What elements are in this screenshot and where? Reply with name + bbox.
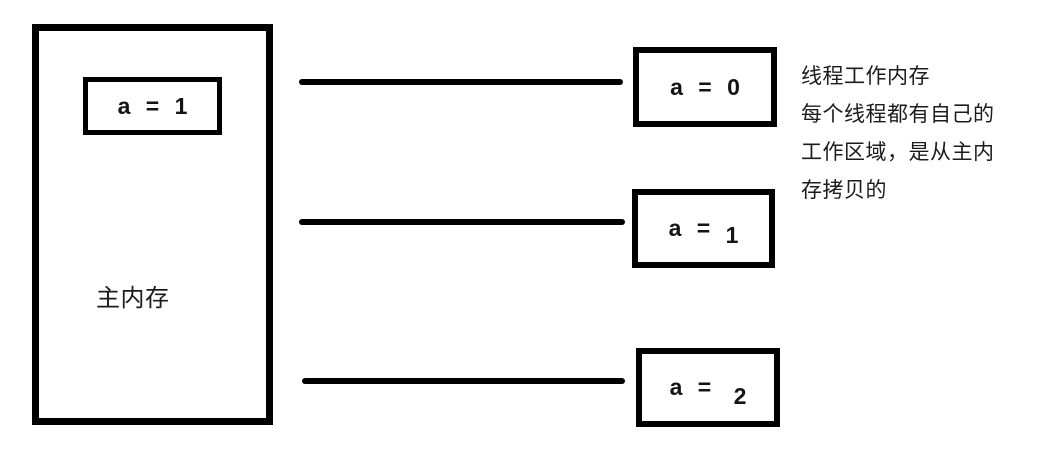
thread-memory-box-2: a = 1: [632, 189, 775, 268]
annotation-line: 每个线程都有自己的: [801, 103, 995, 126]
variable-value: 2: [733, 383, 747, 409]
thread-1-variable: a = 0: [670, 74, 740, 101]
connector-line-thread-2: [299, 219, 625, 225]
variable-value: 1: [174, 92, 188, 119]
thread-memory-box-3: a = 2: [636, 348, 780, 427]
variable-name: a: [668, 215, 682, 241]
thread-2-variable: a = 1: [668, 215, 739, 248]
equals-sign: =: [697, 374, 712, 400]
variable-name: a: [670, 73, 683, 100]
variable-name: a: [669, 374, 683, 400]
equals-sign: =: [145, 92, 160, 119]
variable-value: 0: [727, 73, 740, 100]
annotation-line: 线程工作内存: [801, 65, 930, 88]
connector-line-thread-1: [299, 79, 623, 85]
annotation-line: 存拷贝的: [801, 179, 887, 202]
thread-memory-box-1: a = 0: [633, 47, 777, 127]
equals-sign: =: [698, 73, 712, 100]
thread-3-variable: a = 2: [669, 374, 747, 409]
main-memory-label: 主内存: [96, 285, 170, 312]
variable-name: a: [117, 92, 131, 119]
main-memory-variable: a = 1: [118, 93, 188, 120]
variable-value: 1: [725, 222, 739, 248]
equals-sign: =: [696, 215, 711, 241]
main-memory-variable-box: a = 1: [83, 77, 222, 135]
connector-line-thread-3: [302, 378, 625, 384]
annotation-line: 工作区域，是从主内: [801, 141, 995, 164]
thread-working-memory-annotation: 线程工作内存 每个线程都有自己的 工作区域，是从主内 存拷贝的: [801, 58, 1051, 210]
main-memory-box: a = 1 主内存: [32, 24, 273, 425]
